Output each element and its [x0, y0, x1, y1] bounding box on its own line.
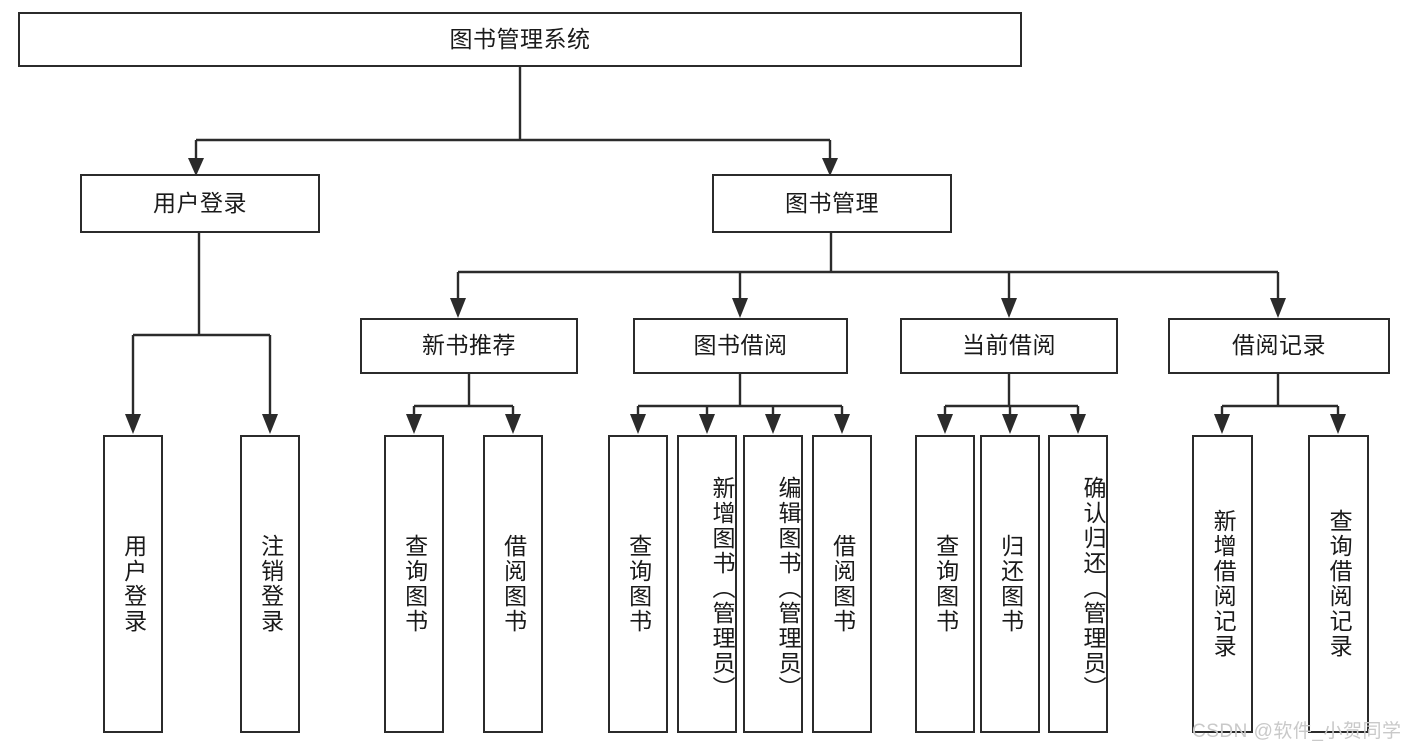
node-label: 图书借阅: [693, 332, 788, 359]
leaf-query-book-borrow[interactable]: 查询图书: [608, 435, 668, 733]
node-label: 图书管理系统: [449, 25, 591, 52]
leaf-return-book[interactable]: 归还图书: [980, 435, 1040, 733]
node-label: 借阅图书: [500, 534, 527, 634]
leaf-borrow-book[interactable]: 借阅图书: [812, 435, 872, 733]
leaf-edit-book-admin[interactable]: 编辑图书（管理员）: [743, 435, 803, 733]
node-label: 编辑图书（管理员）: [775, 475, 801, 701]
leaf-borrow-book-recommend[interactable]: 借阅图书: [483, 435, 543, 733]
node-label: 图书管理: [785, 189, 879, 216]
node-label: 查询图书: [625, 534, 652, 634]
leaf-query-book-recommend[interactable]: 查询图书: [384, 435, 444, 733]
node-label: 注销登录: [257, 534, 284, 634]
node-label: 查询借阅记录: [1326, 509, 1353, 659]
node-label: 归还图书: [997, 534, 1024, 634]
node-label: 借阅图书: [829, 534, 856, 634]
node-label: 当前借阅: [962, 332, 1056, 359]
node-label: 查询图书: [401, 534, 428, 634]
node-label: 新增借阅记录: [1210, 509, 1237, 659]
node-label: 用户登录: [153, 189, 247, 216]
node-book-borrow[interactable]: 图书借阅: [633, 318, 848, 374]
leaf-confirm-return-admin[interactable]: 确认归还（管理员）: [1048, 435, 1108, 733]
node-borrow-record[interactable]: 借阅记录: [1168, 318, 1390, 374]
node-label: 新书推荐: [422, 332, 516, 359]
node-new-book-recommend[interactable]: 新书推荐: [360, 318, 578, 374]
csdn-watermark: CSDN @软件_小贺同学: [1192, 721, 1402, 742]
node-user-login[interactable]: 用户登录: [80, 174, 320, 233]
leaf-add-borrow-record[interactable]: 新增借阅记录: [1192, 435, 1253, 733]
node-current-borrow[interactable]: 当前借阅: [900, 318, 1118, 374]
node-label: 用户登录: [120, 534, 147, 634]
leaf-query-borrow-record[interactable]: 查询借阅记录: [1308, 435, 1369, 733]
leaf-logout-login[interactable]: 注销登录: [240, 435, 300, 733]
node-book-management[interactable]: 图书管理: [712, 174, 952, 233]
node-label: 确认归还（管理员）: [1080, 475, 1106, 701]
node-label: 新增图书（管理员）: [709, 475, 735, 701]
node-label: 查询图书: [932, 534, 959, 634]
leaf-add-book-admin[interactable]: 新增图书（管理员）: [677, 435, 737, 733]
leaf-user-login[interactable]: 用户登录: [103, 435, 163, 733]
leaf-query-book-current[interactable]: 查询图书: [915, 435, 975, 733]
node-label: 借阅记录: [1232, 332, 1326, 359]
node-root-book-management-system[interactable]: 图书管理系统: [18, 12, 1022, 67]
